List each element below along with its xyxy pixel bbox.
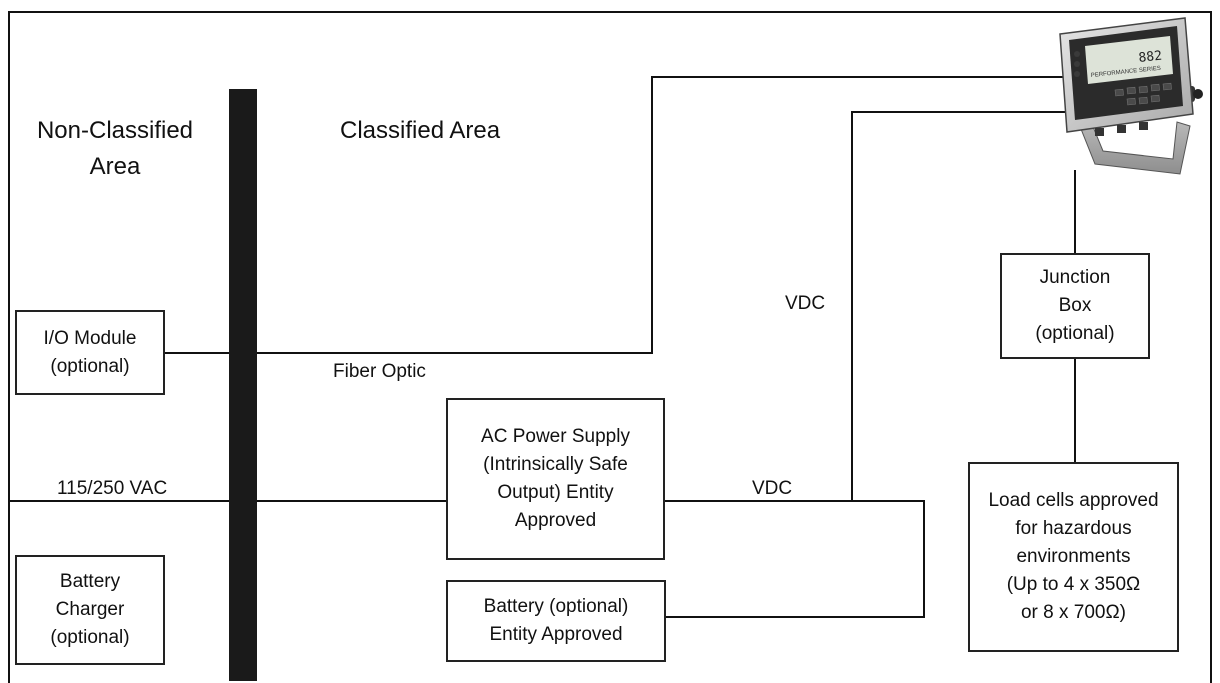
junction-box-line-2: Box	[1035, 292, 1114, 320]
ac-power-supply-line-1: AC Power Supply	[481, 423, 630, 451]
junction-box-line-3: (optional)	[1035, 320, 1114, 348]
battery-box: Battery (optional) Entity Approved	[446, 580, 666, 662]
non-classified-area-label: Non-Classified Area	[20, 113, 210, 185]
junction-box: Junction Box (optional)	[1000, 253, 1150, 359]
fiber-optic-line	[165, 77, 1070, 353]
vdc-supply-line	[664, 501, 924, 617]
vac-label: 115/250 VAC	[57, 475, 167, 503]
non-classified-line-1: Non-Classified	[20, 113, 210, 149]
classified-area-text: Classified Area	[340, 117, 500, 144]
battery-charger-line-2: Charger	[50, 596, 129, 624]
vdc-supply-label: VDC	[752, 475, 792, 503]
ac-power-supply-line-3: Output) Entity	[481, 479, 630, 507]
load-cells-line-5: or 8 x 700Ω)	[988, 599, 1158, 627]
battery-line-2: Entity Approved	[484, 621, 629, 649]
classified-area-label: Classified Area	[340, 113, 500, 149]
ac-power-supply-line-4: Approved	[481, 507, 630, 535]
battery-charger-line-1: Battery	[50, 568, 129, 596]
area-barrier	[229, 89, 257, 681]
indicator-display-value: 882	[1138, 49, 1163, 66]
battery-charger-line-3: (optional)	[50, 624, 129, 652]
battery-charger-box: Battery Charger (optional)	[15, 555, 165, 665]
load-cells-line-2: for hazardous	[988, 515, 1158, 543]
battery-line-1: Battery (optional)	[484, 593, 629, 621]
load-cells-box: Load cells approved for hazardous enviro…	[968, 462, 1179, 652]
ac-power-supply-line-2: (Intrinsically Safe	[481, 451, 630, 479]
io-module-line-2: (optional)	[44, 353, 137, 381]
weight-indicator-icon: 882 PERFORMANCE SERIES	[1055, 14, 1205, 179]
io-module-box: I/O Module (optional)	[15, 310, 165, 395]
load-cells-line-3: environments	[988, 543, 1158, 571]
ac-power-supply-box: AC Power Supply (Intrinsically Safe Outp…	[446, 398, 665, 560]
load-cells-line-4: (Up to 4 x 350Ω	[988, 571, 1158, 599]
io-module-line-1: I/O Module	[44, 325, 137, 353]
load-cells-line-1: Load cells approved	[988, 487, 1158, 515]
fiber-optic-label: Fiber Optic	[333, 358, 426, 386]
junction-box-line-1: Junction	[1035, 264, 1114, 292]
vdc-vertical-label: VDC	[785, 290, 825, 318]
non-classified-line-2: Area	[20, 149, 210, 185]
